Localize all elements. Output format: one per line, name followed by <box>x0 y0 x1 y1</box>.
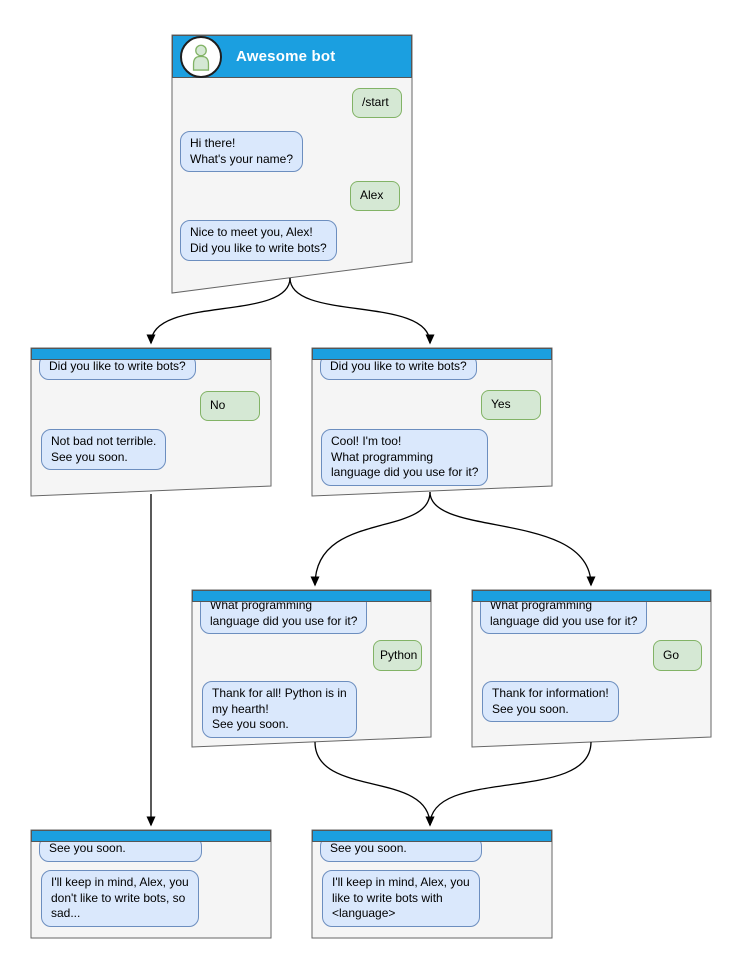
person-icon <box>192 44 210 71</box>
connector-branch-yes-to-lang-go <box>429 491 596 587</box>
bot-message-bubble: I'll keep in mind, Alex, you don't like … <box>41 870 199 927</box>
window-start-header: Awesome bot <box>172 35 412 78</box>
bot-message-bubble: Nice to meet you, Alex! Did you like to … <box>180 220 337 261</box>
bot-message-bubble: Not bad not terrible. See you soon. <box>41 429 167 470</box>
user-message-bubble: Alex <box>350 181 400 211</box>
user-message-bubble: /start <box>352 88 402 118</box>
connector-lang-go-to-end-yes <box>425 741 592 827</box>
connector-start-to-branch-no <box>146 277 291 345</box>
window-lang-python-header <box>192 590 431 602</box>
bot-message-bubble: Thank for all! Python is in my hearth! S… <box>202 681 357 738</box>
window-end-no-header <box>31 830 271 842</box>
window-end-yes-header <box>312 830 552 842</box>
bot-message-bubble: Thank for information! See you soon. <box>482 681 619 722</box>
connector-lang-python-to-end-yes <box>314 741 435 827</box>
avatar <box>180 35 222 78</box>
user-message-bubble: Yes <box>481 390 541 420</box>
bot-message-bubble: Cool! I'm too! What programming language… <box>321 429 489 486</box>
window-branch-no-header <box>31 348 271 360</box>
bot-title: Awesome bot <box>236 48 336 65</box>
window-branch-yes-header <box>312 348 552 360</box>
user-message-bubble: No <box>200 391 260 421</box>
user-message-bubble: Python <box>373 640 422 671</box>
bot-message-bubble: I'll keep in mind, Alex, you like to wri… <box>322 870 480 927</box>
bot-message-bubble: Hi there! What's your name? <box>180 131 304 172</box>
connector-start-to-branch-yes <box>289 277 435 345</box>
window-lang-go-header <box>472 590 711 602</box>
connector-branch-yes-to-lang-python <box>310 491 431 587</box>
user-message-bubble: Go <box>653 640 702 671</box>
